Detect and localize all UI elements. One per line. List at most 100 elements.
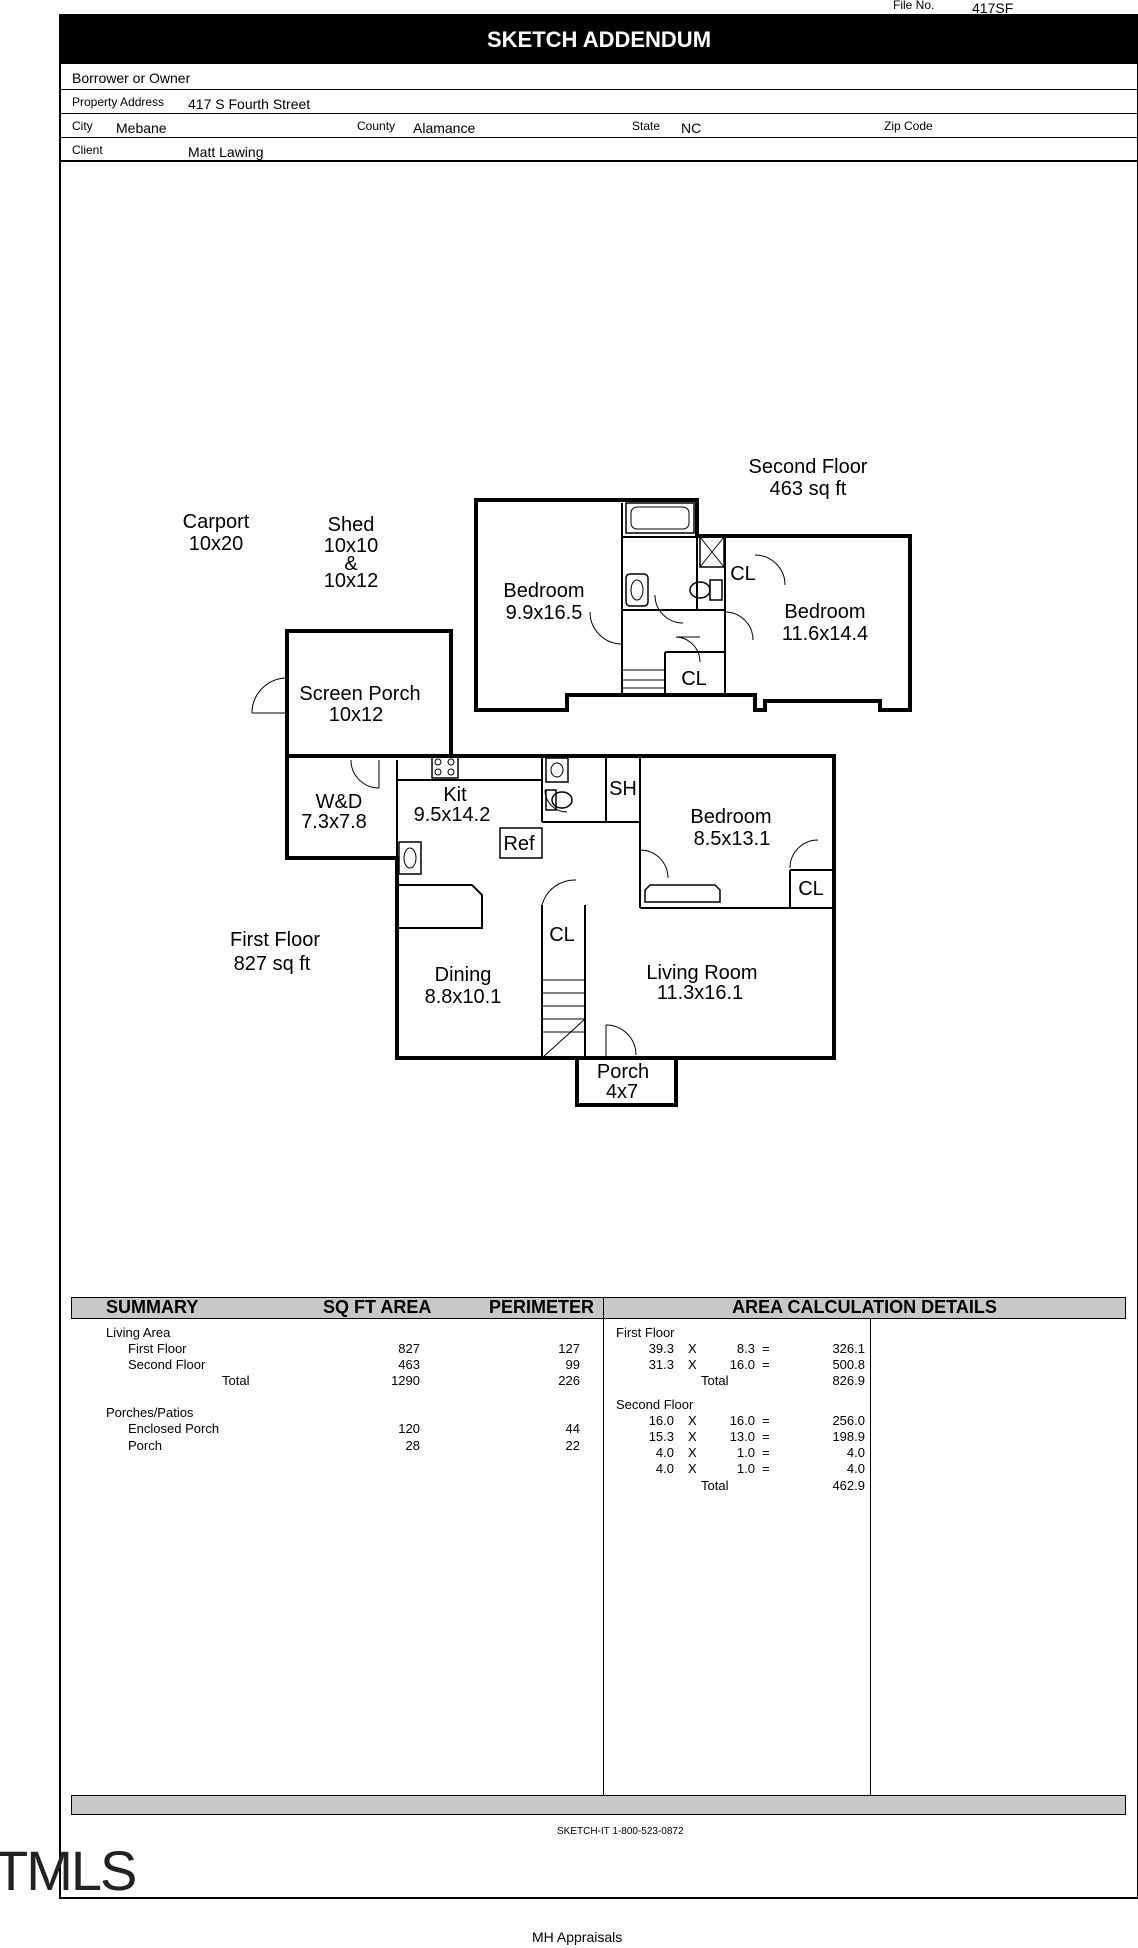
shower-label: SH [609, 778, 637, 800]
divider [60, 137, 1138, 138]
porch-dim: 4x7 [606, 1081, 638, 1103]
ff-row-cell-x: X [688, 1341, 697, 1356]
ref-label: Ref [503, 833, 535, 855]
summary-col-perimeter: PERIMETER [489, 1297, 595, 1317]
bedroom-b-dim: 11.6x14.4 [782, 623, 868, 645]
appraiser-name: MH Appraisals [532, 1929, 623, 1945]
file-no-label: File No. [893, 0, 935, 12]
dining-dim: 8.8x10.1 [425, 986, 502, 1008]
sf-row-cell-x: X [688, 1429, 697, 1444]
property-address-label: Property Address [72, 95, 165, 109]
closet-lower: CL [681, 668, 707, 690]
ff-row-cell-b: 16.0 [729, 1357, 755, 1372]
county-value: Alamance [413, 120, 476, 136]
porch-area: 28 [405, 1438, 420, 1453]
kit-name: Kit [443, 784, 467, 806]
ff-row-cell-b: 8.3 [736, 1341, 755, 1356]
ff-row-cell-a: 39.3 [648, 1341, 674, 1356]
wd-name: W&D [316, 791, 363, 813]
city-label: City [72, 119, 93, 133]
bedroom-a-dim: 9.9x16.5 [506, 602, 583, 624]
sketch-it-credit: SKETCH-IT 1-800-523-0872 [557, 1826, 684, 1837]
porch-perim: 22 [565, 1438, 580, 1453]
divider [870, 1319, 871, 1795]
living-dim: 11.3x16.1 [657, 982, 743, 1004]
sum-first-floor-perim: 127 [558, 1341, 580, 1356]
details-title: AREA CALCULATION DETAILS [732, 1297, 997, 1317]
state-value: NC [681, 120, 702, 136]
sf-row-cell-eq: = [762, 1461, 770, 1476]
sf-row-cell-x: X [688, 1413, 697, 1428]
sum-first-floor-label: First Floor [128, 1341, 187, 1356]
sf-row-cell-eq: = [762, 1445, 770, 1460]
ff-row-cell-eq: = [762, 1357, 770, 1372]
screen-porch-dim: 10x12 [329, 704, 384, 726]
sf-row-cell-x: X [688, 1445, 697, 1460]
sf-row-cell-r: 198.9 [832, 1429, 865, 1444]
city-value: Mebane [116, 120, 167, 136]
sf-row-cell-r: 256.0 [832, 1413, 865, 1428]
mls-logo: TMLS [0, 1839, 137, 1902]
porch-name: Porch [597, 1061, 649, 1083]
enclosed-porch-area: 120 [398, 1421, 420, 1436]
sf-row-cell-b: 16.0 [729, 1413, 755, 1428]
ff-row-cell-r: 326.1 [832, 1341, 865, 1356]
sf-row-cell-x: X [688, 1461, 697, 1476]
client-value: Matt Lawing [188, 144, 264, 160]
sf-row-cell-b: 13.0 [729, 1429, 755, 1444]
closet-upper: CL [730, 563, 756, 585]
sum-second-floor-area: 463 [398, 1357, 420, 1372]
sf-row-cell-r: 4.0 [846, 1461, 865, 1476]
carport-dim: 10x20 [189, 533, 244, 555]
divider [60, 160, 1138, 162]
closet-stair: CL [549, 924, 575, 946]
ff-row-cell-eq: = [762, 1341, 770, 1356]
summary-header-bar [71, 1297, 1126, 1319]
porch-label: Porch [128, 1438, 162, 1453]
shed-dim-2: 10x12 [324, 570, 379, 592]
enclosed-porch-perim: 44 [565, 1421, 580, 1436]
living-name: Living Room [646, 962, 757, 984]
summary-col-area: SQ FT AREA [323, 1297, 432, 1317]
sf-row-cell-a: 4.0 [655, 1461, 674, 1476]
shed-amp: & [344, 553, 358, 575]
sf-row-cell-b: 1.0 [736, 1461, 755, 1476]
shed-dim-1: 10x10 [324, 535, 379, 557]
sum-second-floor-label: Second Floor [128, 1357, 206, 1372]
state-label: State [632, 119, 661, 133]
file-no-value: 417SF [972, 0, 1014, 16]
sf-row-cell-eq: = [762, 1429, 770, 1444]
client-label: Client [72, 143, 103, 157]
sf-row-cell-b: 1.0 [736, 1445, 755, 1460]
details-ff-total-label: Total [701, 1373, 729, 1388]
living-area-label: Living Area [106, 1325, 171, 1340]
closet-bed: CL [798, 878, 824, 900]
sum-first-floor-area: 827 [398, 1341, 420, 1356]
screen-porch-name: Screen Porch [299, 683, 420, 705]
sf-row-cell-a: 4.0 [655, 1445, 674, 1460]
second-floor-area: 463 sq ft [770, 478, 847, 500]
details-first-floor-label: First Floor [616, 1325, 675, 1340]
first-floor-area: 827 sq ft [234, 953, 311, 975]
sf-row-cell-a: 15.3 [648, 1429, 674, 1444]
dining-name: Dining [435, 964, 492, 986]
ff-row-cell-r: 500.8 [832, 1357, 865, 1372]
enclosed-porch-label: Enclosed Porch [128, 1421, 220, 1436]
ff-row-cell-x: X [688, 1357, 697, 1372]
divider [60, 113, 1138, 114]
details-sf-total: 462.9 [832, 1478, 865, 1493]
divider [60, 89, 1138, 90]
ff-row-cell-a: 31.3 [648, 1357, 674, 1372]
divider [603, 1297, 604, 1795]
sf-row-cell-a: 16.0 [648, 1413, 674, 1428]
sf-row-cell-r: 4.0 [846, 1445, 865, 1460]
sum-total-label: Total [222, 1373, 250, 1388]
carport-name: Carport [183, 511, 250, 533]
zip-label: Zip Code [884, 119, 933, 133]
bedroom-b-name: Bedroom [784, 601, 865, 623]
shed-name: Shed [328, 514, 375, 536]
property-address-value: 417 S Fourth Street [188, 96, 311, 112]
sf-row-cell-eq: = [762, 1413, 770, 1428]
details-ff-total: 826.9 [832, 1373, 865, 1388]
